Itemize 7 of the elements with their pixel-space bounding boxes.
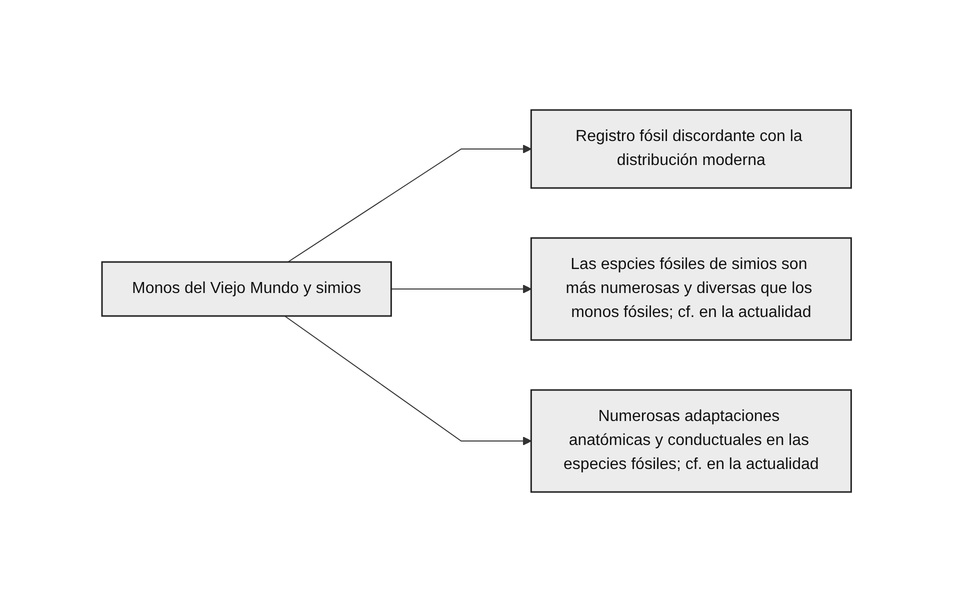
node-box: Registro fósil discordante con la distribución moderna [530,108,852,188]
arrow [288,144,532,262]
node-box: Numerosas adaptaciones anatómicas y conductuales en las especies fósiles; cf. en la actualidad [530,388,852,492]
arrow [284,315,532,445]
node-box: Monos del Viejo Mundo y simios [102,260,392,316]
arrow [391,284,532,293]
node-box: Las espcies fósiles de simios son más numerosas y diversas que los monos fósiles; cf. en la actualidad [530,236,852,340]
